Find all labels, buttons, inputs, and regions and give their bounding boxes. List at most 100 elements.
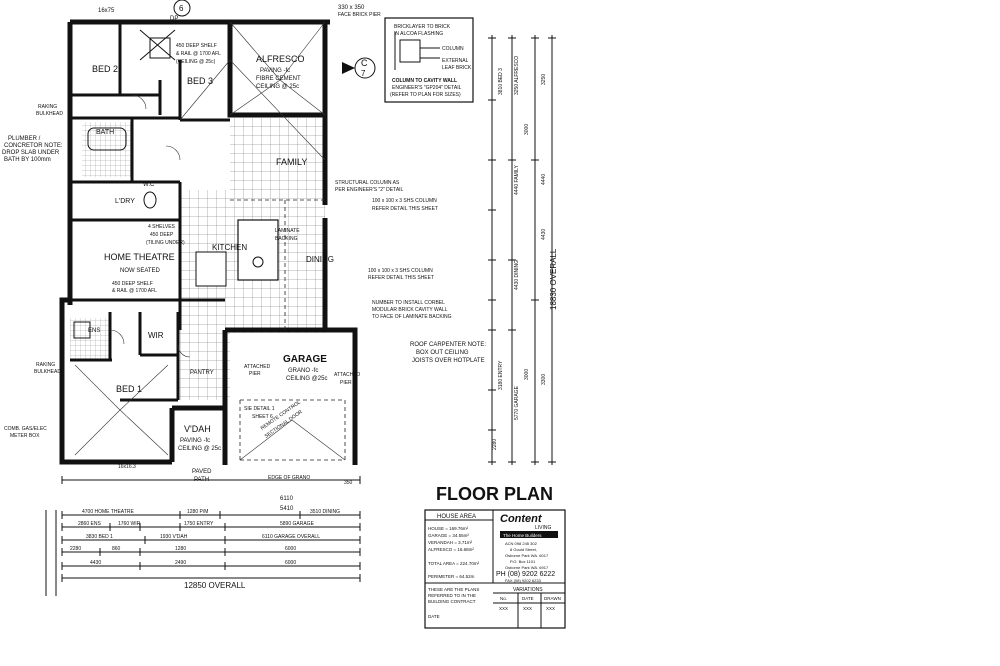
dim-r5-2: 6000 bbox=[285, 560, 296, 566]
variations-col-drawn: DRAWN bbox=[544, 596, 561, 601]
room-ldry: L'DRY bbox=[115, 198, 135, 205]
number-note-1: NUMBER TO INSTALL CORBEL bbox=[372, 300, 445, 306]
house-area-alfresco: ALFRESCO = 16.68m² bbox=[428, 547, 474, 552]
right-dim-val-4: 4430 bbox=[541, 229, 547, 240]
bed1-ceiling-rakes bbox=[74, 364, 169, 456]
contract-note-1: THESE ARE THE PLANS bbox=[428, 587, 479, 592]
bottom-dim-ticks bbox=[61, 476, 361, 582]
dim-r1-2: 3510 DINING bbox=[310, 509, 340, 515]
house-area-perimeter: PERIMETER = 64.52m bbox=[428, 574, 475, 579]
page-title: FLOOR PLAN bbox=[436, 484, 553, 504]
room-kitchen: KITCHEN bbox=[212, 243, 247, 252]
brick-note-1: BRICKLAYER TO BRICK bbox=[394, 24, 451, 30]
alfresco-paving: PAVING -fc bbox=[260, 68, 290, 74]
kitchen-island bbox=[195, 251, 227, 287]
wc-pan bbox=[143, 191, 157, 209]
room-pantry: PANTRY bbox=[190, 370, 214, 376]
dim-r1-1: 1280 P/M bbox=[187, 509, 208, 515]
raking-bulkhead-bot-1: RAKING bbox=[36, 362, 55, 368]
contract-note-2: REFERRED TO IN THE bbox=[428, 593, 476, 598]
house-area-garage: GARAGE = 34.55m² bbox=[428, 533, 469, 538]
room-garage: GARAGE bbox=[283, 354, 327, 365]
laminate-1: LAMINATE bbox=[275, 228, 300, 234]
garage-floor: GRANO -fc bbox=[288, 368, 318, 374]
alfresco-rake bbox=[229, 21, 326, 116]
raking-bulkhead-top-2: BULKHEAD bbox=[36, 111, 63, 117]
right-dim-label-2: 4440 FAMILY bbox=[514, 164, 520, 195]
right-dim-label-0: 3810 BED 3 bbox=[498, 68, 504, 95]
dim-r3-0: 3830 BED 1 bbox=[86, 534, 113, 540]
attached-pier-right-1: ATTACHED bbox=[334, 372, 361, 378]
dim-r5-1: 2490 bbox=[175, 560, 186, 566]
brick-detail-col bbox=[399, 39, 421, 63]
dim-r2-0: 2860 ENS bbox=[78, 521, 101, 527]
company-acn: ACN 098 245 302 bbox=[505, 541, 538, 546]
column-detail-1: 100 x 100 x 3 SHS COLUMN bbox=[372, 198, 437, 204]
dim-350: 350 bbox=[344, 480, 353, 486]
room-wc: W.C bbox=[143, 182, 155, 188]
family-raking bbox=[179, 59, 326, 161]
shelves-3: (TILING UNDER) bbox=[146, 240, 185, 246]
variations-xxx-3: XXX bbox=[546, 606, 555, 611]
brick-note-2: IN ALCOA FLASHING bbox=[394, 31, 443, 37]
vdah-ceiling: CEILING @ 25c bbox=[178, 446, 221, 452]
roof-note-1: ROOF CARPENTER NOTE: bbox=[410, 342, 486, 348]
room-alfresco: ALFRESCO bbox=[256, 54, 305, 64]
house-area-title: HOUSE AREA bbox=[437, 514, 476, 520]
garage-walls bbox=[222, 327, 358, 465]
house-area-box bbox=[424, 509, 566, 629]
right-dim-val-3: 4440 bbox=[541, 174, 547, 185]
company-addr-3: P.O. Box 1101 bbox=[510, 559, 536, 564]
comb-gas-1: COMB. GAS/ELEC bbox=[4, 426, 47, 432]
bottom-dim-lines bbox=[62, 479, 360, 579]
variations-header: VARIATIONS bbox=[513, 587, 543, 593]
dim-r4-1: 860 bbox=[112, 546, 121, 552]
right-dim-label-5: 5770 GARAGE bbox=[514, 385, 520, 420]
dim-r3-2: 6110 GARAGE OVERALL bbox=[262, 534, 320, 540]
sie-detail-2: SHEET 6 bbox=[252, 414, 273, 420]
room-vdah: V'DAH bbox=[184, 424, 211, 434]
bed2-closet bbox=[139, 29, 176, 61]
logo-tagline-bar bbox=[500, 531, 558, 538]
company-tagline: The Home Builders bbox=[503, 533, 542, 538]
column-detail-3: 100 x 100 x 3 SHS COLUMN bbox=[368, 268, 433, 274]
shelf-rail-2: & RAIL @ 1700 AFL bbox=[112, 288, 157, 294]
dim-r2-1: 1760 WIR bbox=[118, 521, 141, 527]
house-area-verandah: VERANDAH = 3.71m² bbox=[428, 540, 473, 545]
brick-note-3: COLUMN bbox=[442, 46, 464, 52]
left-dim-lines bbox=[45, 510, 57, 596]
section-ref-number: 7 bbox=[361, 69, 366, 78]
number-note-2: MODULAR BRICK CAVITY WALL bbox=[372, 307, 448, 313]
company-logo-2: LIVING bbox=[535, 525, 552, 531]
right-dim-label-3: 4430 DINING bbox=[514, 260, 520, 290]
shelf-rail-1: 450 DEEP SHELF bbox=[112, 281, 153, 287]
garage-door-line bbox=[239, 399, 346, 461]
company-logo-1: Content bbox=[500, 513, 543, 525]
company-fax: FAX (08) 9202 6233 bbox=[505, 578, 542, 583]
plumber-note-3: DROP SLAB UNDER bbox=[2, 150, 60, 156]
section-arrow bbox=[342, 62, 355, 74]
garage-door-rakes bbox=[239, 419, 346, 461]
dp-label: DP bbox=[170, 16, 178, 22]
dim-r4-0: 2280 bbox=[70, 546, 81, 552]
family-dashed-lines bbox=[230, 199, 325, 330]
face-brick-label: FACE BRICK PIER bbox=[338, 12, 381, 18]
room-bed2: BED 2 bbox=[92, 64, 118, 74]
structural-note-1: STRUCTURAL COLUMN AS bbox=[335, 180, 400, 186]
room-bed1: BED 1 bbox=[116, 384, 142, 394]
interior-walls bbox=[70, 22, 230, 402]
top-left-label: 16x75 bbox=[98, 8, 115, 14]
variations-col-date: DATE bbox=[522, 596, 534, 601]
right-dim-label-4: 3180 ENTRY bbox=[498, 360, 504, 390]
home-theatre-note: NOW SEATED bbox=[120, 268, 161, 274]
right-dim-val-0: 3250 bbox=[541, 74, 547, 85]
brick-note-4: EXTERNAL bbox=[442, 58, 469, 64]
ceiling-shelf-1: 450 DEEP SHELF bbox=[176, 43, 217, 49]
right-dim-ticks bbox=[488, 37, 556, 463]
dim-r4-3: 6000 bbox=[285, 546, 296, 552]
dim-r4-2: 1280 bbox=[175, 546, 186, 552]
plumber-note-1: PLUMBER / bbox=[8, 136, 41, 142]
alfresco-ceiling-1: FIBRE CEMENT bbox=[256, 76, 301, 82]
house-area-total: TOTAL AREA = 224.70m² bbox=[428, 561, 480, 566]
